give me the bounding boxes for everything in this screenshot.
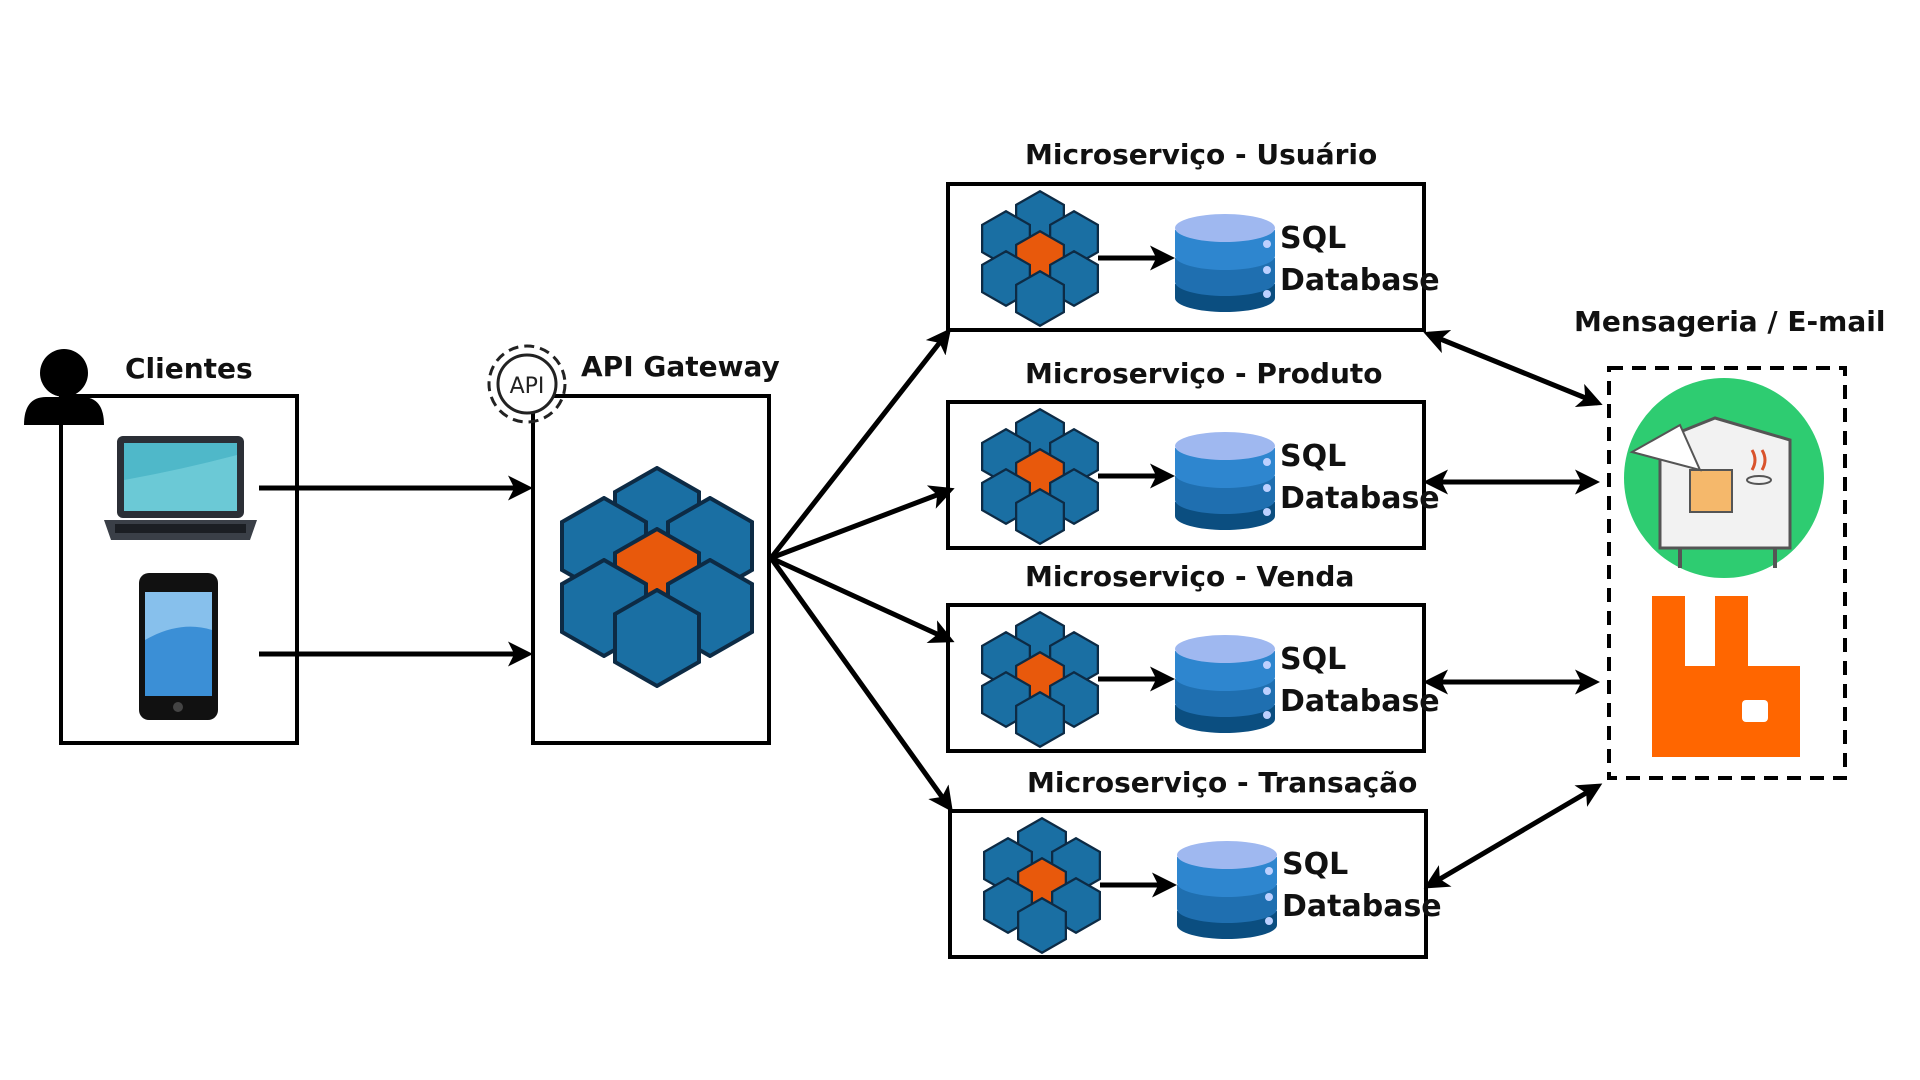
db-produto-label: SQL Database <box>1280 436 1440 520</box>
gateway-hex-icon <box>560 466 754 688</box>
clients-box <box>59 394 299 745</box>
ms-produto-title: Microserviço - Produto <box>1025 357 1383 390</box>
db-usuario-label: SQL Database <box>1280 218 1440 302</box>
db-produto-line1: SQL <box>1280 439 1347 474</box>
api-icon-text: API <box>510 374 545 399</box>
ms-usuario-database-icon <box>1175 214 1275 312</box>
db-usuario-line1: SQL <box>1280 221 1347 256</box>
microservice-transacao-box <box>948 809 1428 959</box>
api-gear-icon: API <box>487 344 567 424</box>
messaging-title: Mensageria / E-mail <box>1574 305 1886 338</box>
db-transacao-label: SQL Database <box>1282 844 1442 928</box>
ms-usuario-hex-icon <box>981 190 1099 327</box>
ms-usuario-title: Microserviço - Usuário <box>1025 138 1378 171</box>
db-venda-line2: Database <box>1280 684 1440 719</box>
db-produto-line2: Database <box>1280 481 1440 516</box>
rabbitmq-icon <box>1652 596 1800 757</box>
usuario-messaging-arrow <box>1423 329 1603 408</box>
ms-transacao-database-icon <box>1177 841 1277 939</box>
gateway-box <box>531 394 771 745</box>
gateway-to-usuario-arrow <box>769 328 952 560</box>
user-icon <box>24 349 104 425</box>
gateway-title: API Gateway <box>581 350 780 383</box>
ms-venda-hex-icon <box>981 611 1099 748</box>
db-transacao-line2: Database <box>1282 889 1442 924</box>
clients-title: Clientes <box>125 352 253 385</box>
ms-venda-database-icon <box>1175 635 1275 733</box>
laptop-icon[interactable] <box>104 436 257 540</box>
gateway-to-transacao-arrow <box>768 556 953 813</box>
db-usuario-line2: Database <box>1280 263 1440 298</box>
ms-produto-hex-icon <box>981 408 1099 545</box>
java-mail-icon <box>1624 378 1824 578</box>
ms-produto-database-icon <box>1175 432 1275 530</box>
ms-transacao-hex-icon <box>983 817 1101 954</box>
db-transacao-line1: SQL <box>1282 847 1349 882</box>
ms-transacao-title: Microserviço - Transação <box>1027 766 1418 799</box>
ms-venda-title: Microserviço - Venda <box>1025 560 1355 593</box>
messaging-box <box>1607 366 1847 780</box>
db-venda-label: SQL Database <box>1280 639 1440 723</box>
transacao-messaging-arrow <box>1423 783 1603 889</box>
microservice-produto-box <box>946 400 1426 550</box>
gateway-to-produto-arrow <box>770 485 955 561</box>
microservice-usuario-box <box>946 182 1426 332</box>
db-venda-line1: SQL <box>1280 642 1347 677</box>
smartphone-icon[interactable] <box>139 573 218 720</box>
gateway-to-venda-arrow <box>769 555 955 644</box>
